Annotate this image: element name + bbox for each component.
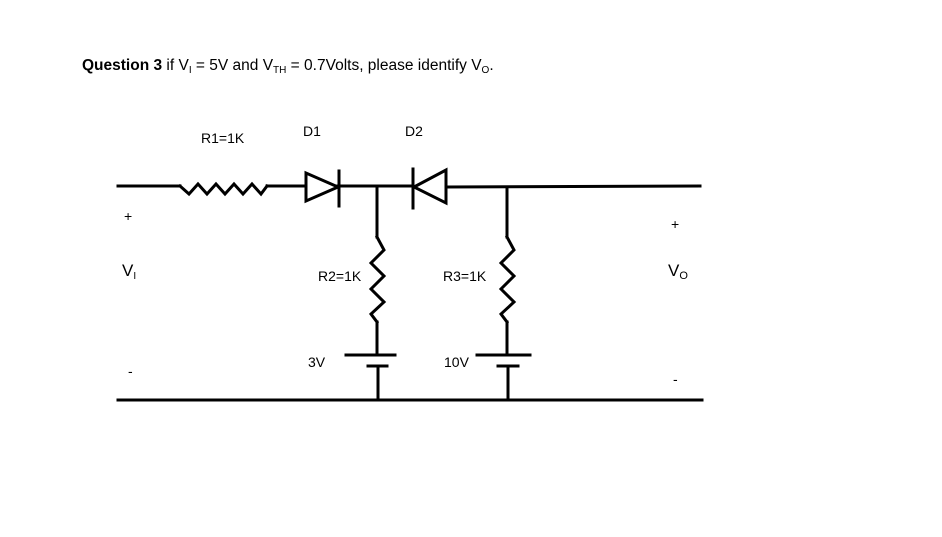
top-wire <box>116 184 702 189</box>
branch-r3 <box>475 185 532 402</box>
branch-r2 <box>344 185 397 402</box>
label-vi: VI <box>122 261 136 282</box>
label-d2: D2 <box>405 123 423 139</box>
label-r1: R1=1K <box>201 130 245 146</box>
diode-d1 <box>304 169 342 208</box>
resistor-r1 <box>177 181 270 197</box>
input-plus: + <box>124 208 132 224</box>
label-r2: R2=1K <box>318 268 362 284</box>
question-label: Question 3 <box>82 57 163 74</box>
input-minus: - <box>128 363 133 379</box>
label-r3: R3=1K <box>443 268 487 284</box>
resistor-r3 <box>498 234 517 325</box>
output-plus: + <box>671 216 679 232</box>
label-d1: D1 <box>303 123 321 139</box>
question-text: Question 3 if VI = 5V and VTH = 0.7Volts… <box>82 57 494 76</box>
label-10v: 10V <box>444 354 470 370</box>
label-vo: VO <box>668 261 688 282</box>
output-minus: - <box>673 371 678 387</box>
label-3v: 3V <box>308 354 326 370</box>
resistor-r2 <box>368 234 387 325</box>
diode-d2 <box>410 167 448 210</box>
